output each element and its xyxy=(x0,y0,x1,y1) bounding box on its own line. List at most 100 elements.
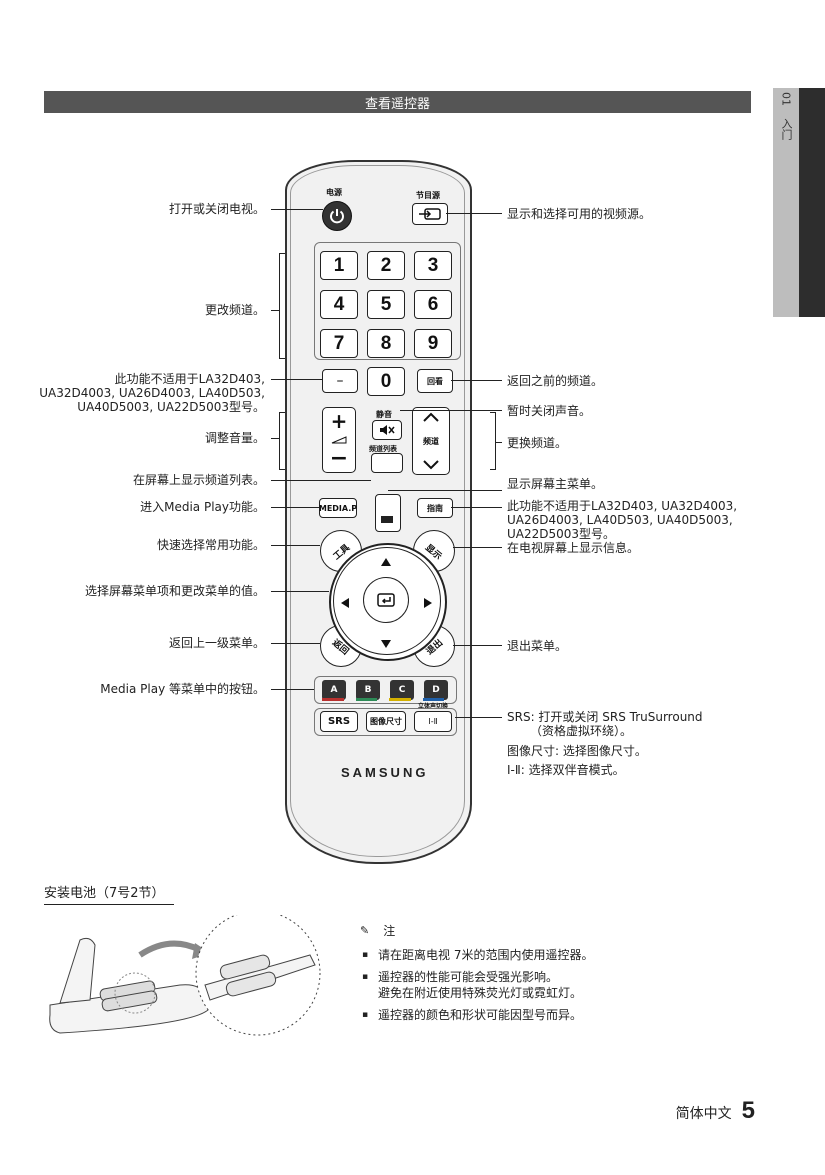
number-desc: 更改频道。 xyxy=(204,303,265,317)
battery-illustration xyxy=(49,915,321,1036)
power-icon xyxy=(330,209,344,224)
number-7-button[interactable]: 7 xyxy=(320,329,358,358)
dash-button[interactable]: – xyxy=(322,369,358,393)
b-button[interactable]: B xyxy=(356,680,380,700)
channel-bracket xyxy=(490,412,496,470)
side-tab-number: 01 xyxy=(779,92,793,106)
mute-button[interactable] xyxy=(372,420,402,440)
page-footer: 简体中文 5 xyxy=(676,1097,755,1125)
dash-desc-2: UA32D4003, UA26D4003, LA40D503, xyxy=(39,386,265,400)
volume-leader xyxy=(271,438,279,439)
number-1-button[interactable]: 1 xyxy=(320,251,358,280)
exit-leader xyxy=(453,645,502,646)
srs-desc-2: （资格虚拟环绕）。 xyxy=(530,724,633,738)
side-tab-text: 入门 xyxy=(780,118,793,140)
note-continuation-text: 避免在附近使用特殊荧光灯或霓虹灯。 xyxy=(378,986,583,1000)
source-desc: 显示和选择可用的视频源。 xyxy=(507,207,652,221)
c-button[interactable]: C xyxy=(390,680,414,700)
side-tab-label: 01 入门 xyxy=(773,92,799,140)
red-stripe xyxy=(322,698,344,701)
yellow-stripe xyxy=(389,698,411,701)
power-leader xyxy=(271,209,323,210)
enter-button[interactable] xyxy=(363,577,409,623)
pre-ch-leader xyxy=(451,380,502,381)
media-desc: 进入Media Play功能。 xyxy=(140,500,265,514)
menu-desc: 显示屏幕主菜单。 xyxy=(507,477,604,491)
mute-icon xyxy=(380,425,395,435)
guide-button[interactable]: 指南 xyxy=(417,498,453,518)
d-button[interactable]: D xyxy=(424,680,448,700)
channel-leader xyxy=(495,442,502,443)
dpad-left[interactable] xyxy=(340,594,352,608)
psize-desc: 图像尺寸: 选择图像尺寸。 xyxy=(507,744,647,758)
color-keys-group xyxy=(314,676,457,704)
source-label: 节目源 xyxy=(416,191,440,200)
number-pad-group xyxy=(314,242,461,360)
number-3-button[interactable]: 3 xyxy=(414,251,452,280)
power-label: 电源 xyxy=(326,188,342,197)
content-button[interactable] xyxy=(375,494,401,532)
notes-title: 注 xyxy=(383,924,396,938)
brand-logo: SAMSUNG xyxy=(341,765,429,780)
mute-desc: 暂时关闭声音。 xyxy=(507,404,592,418)
notes-list: 请在距离电视 7米的范围内使用遥控器。 遥控器的性能可能会受强光影响。 避免在附… xyxy=(360,947,593,1023)
dpad-inner-ring xyxy=(333,547,441,655)
dual-desc: Ⅰ-Ⅱ: 选择双伴音模式。 xyxy=(507,763,625,777)
volume-bracket xyxy=(279,412,285,470)
pre-ch-desc: 返回之前的频道。 xyxy=(507,374,604,388)
dash-leader xyxy=(271,379,322,380)
number-leader xyxy=(271,310,279,311)
number-4-button[interactable]: 4 xyxy=(320,290,358,319)
srs-desc-1: SRS: 打开或关闭 SRS TruSurround xyxy=(507,710,703,724)
p-size-button[interactable]: 图像尺寸 xyxy=(366,711,406,732)
channel-rocker[interactable]: 频道 xyxy=(412,407,450,475)
number-5-button[interactable]: 5 xyxy=(367,290,405,319)
number-8-button[interactable]: 8 xyxy=(367,329,405,358)
color-desc: Media Play 等菜单中的按钮。 xyxy=(100,682,265,696)
side-tab-marker xyxy=(799,88,825,317)
number-2-button[interactable]: 2 xyxy=(367,251,405,280)
note-item: 遥控器的颜色和形状可能因型号而异。 xyxy=(362,1007,593,1023)
dpad-down[interactable] xyxy=(380,634,392,648)
dpad-desc: 选择屏幕菜单项和更改菜单的值。 xyxy=(84,584,265,598)
media-leader xyxy=(271,507,319,508)
guide-desc-3: UA22D5003型号。 xyxy=(507,527,616,541)
exit-desc: 退出菜单。 xyxy=(507,639,568,653)
volume-rocker[interactable]: + − xyxy=(322,407,356,473)
dual-button[interactable]: Ⅰ-Ⅱ xyxy=(414,711,452,732)
info-leader xyxy=(453,547,502,548)
note-item: 请在距离电视 7米的范围内使用遥控器。 xyxy=(362,947,593,963)
pre-ch-button[interactable]: 回看 xyxy=(417,369,453,393)
green-stripe xyxy=(355,698,377,701)
blue-stripe xyxy=(422,698,444,701)
srs-button[interactable]: SRS xyxy=(320,711,358,732)
enter-icon xyxy=(377,593,395,607)
page-number: 5 xyxy=(741,1097,755,1124)
dpad-leader xyxy=(271,591,329,592)
number-6-button[interactable]: 6 xyxy=(414,290,452,319)
ch-list-leader xyxy=(271,480,371,481)
color-stripes xyxy=(322,698,444,701)
source-leader xyxy=(446,213,502,214)
plus-icon: + xyxy=(330,409,348,433)
dpad-right[interactable] xyxy=(423,594,435,608)
color-leader xyxy=(271,689,314,690)
minus-icon: − xyxy=(329,446,349,471)
footer-language: 简体中文 xyxy=(675,1106,732,1122)
mute-label: 静音 xyxy=(376,410,392,419)
media-p-button[interactable]: MEDIA.P xyxy=(319,498,357,518)
dash-desc-3: UA40D5003, UA22D5003型号。 xyxy=(77,400,265,414)
a-button[interactable]: A xyxy=(322,680,346,700)
channel-label: 频道 xyxy=(423,436,439,446)
ch-list-button[interactable] xyxy=(371,453,403,473)
number-9-button[interactable]: 9 xyxy=(414,329,452,358)
info-desc: 在电视屏幕上显示信息。 xyxy=(507,541,640,555)
volume-desc: 调整音量。 xyxy=(204,431,265,445)
source-button[interactable] xyxy=(412,203,448,225)
note-item-continuation: 避免在附近使用特殊荧光灯或霓虹灯。 xyxy=(378,985,593,1001)
remote-inner-outline xyxy=(290,165,465,857)
number-0-button[interactable]: 0 xyxy=(367,367,405,396)
dpad-up[interactable] xyxy=(380,552,392,566)
return-leader xyxy=(271,643,320,644)
power-button[interactable] xyxy=(322,201,352,231)
